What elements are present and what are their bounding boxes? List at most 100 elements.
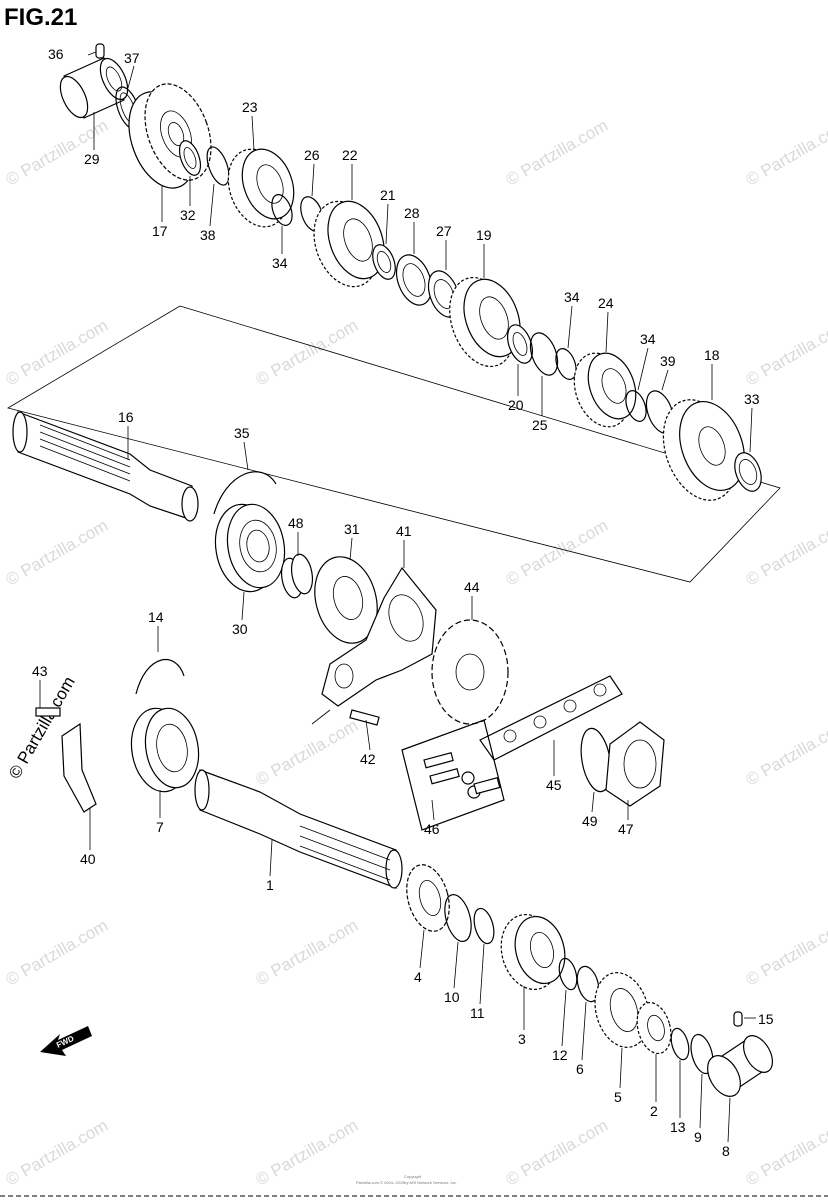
callout-27: 27 — [436, 223, 452, 239]
callout-labels: 36 37 29 17 32 38 23 34 26 22 21 28 27 1… — [32, 46, 774, 1159]
part-19-gear — [449, 276, 521, 368]
callout-19: 19 — [476, 227, 492, 243]
callout-44: 44 — [464, 579, 480, 595]
part-8-bushing — [707, 1035, 774, 1097]
part-43-bolt — [35, 707, 61, 717]
callout-16: 16 — [118, 409, 134, 425]
watermark: © Partzilla.com — [743, 1116, 828, 1190]
callout-9: 9 — [694, 1129, 702, 1145]
part-29-bushing — [59, 57, 129, 119]
part-42-bolt — [349, 709, 380, 726]
part-21-bushing — [372, 244, 396, 280]
callout-6: 6 — [576, 1061, 584, 1077]
part-4-gear — [406, 864, 450, 932]
part-13-circlip — [670, 1027, 690, 1061]
callout-40: 40 — [80, 851, 96, 867]
part-12-washer — [558, 957, 578, 991]
part-32-washer — [178, 140, 202, 176]
watermark: © Partzilla.com — [503, 516, 612, 590]
watermark: © Partzilla.com — [743, 116, 828, 190]
watermark: © Partzilla.com — [3, 316, 112, 390]
callout-31: 31 — [344, 521, 360, 537]
copyright-line-2: Partzilla.com © 2004- 2019by ARI Network… — [356, 1180, 457, 1185]
callout-21: 21 — [380, 187, 396, 203]
callout-10: 10 — [444, 989, 460, 1005]
callout-42: 42 — [360, 751, 376, 767]
part-24-gear — [573, 352, 637, 428]
watermark: © Partzilla.com — [503, 116, 612, 190]
callout-18: 18 — [704, 347, 720, 363]
part-31-oil-seal — [314, 556, 378, 644]
callout-38: 38 — [200, 227, 216, 243]
part-45-drive-chain — [479, 675, 623, 761]
callout-32: 32 — [180, 207, 196, 223]
part-20-bushing — [507, 324, 533, 364]
part-41-plate — [311, 566, 437, 725]
callout-15: 15 — [758, 1011, 774, 1027]
callout-41: 41 — [396, 523, 412, 539]
watermark: © Partzilla.com — [503, 1116, 612, 1190]
callout-17: 17 — [152, 223, 168, 239]
part-22-gear — [313, 200, 385, 288]
part-15-pin — [733, 1011, 743, 1027]
watermark: © Partzilla.com — [3, 1116, 112, 1190]
watermark: © Partzilla.com — [3, 916, 112, 990]
callout-29: 29 — [84, 151, 100, 167]
leader-lines — [39, 51, 756, 1143]
callout-3: 3 — [518, 1031, 526, 1047]
part-47-nut — [605, 721, 665, 807]
callout-25: 25 — [532, 417, 548, 433]
part-3-gear — [500, 913, 566, 991]
part-33-bushing — [734, 452, 762, 492]
part-1-drive-shaft — [194, 769, 403, 889]
callout-24: 24 — [598, 295, 614, 311]
part-48-bushing — [280, 553, 314, 599]
callout-26: 26 — [304, 147, 320, 163]
callout-46: 46 — [424, 821, 440, 837]
callout-34-b: 34 — [564, 289, 580, 305]
callout-45: 45 — [546, 777, 562, 793]
watermark: © Partzilla.com — [743, 716, 828, 790]
copyright-line-1: Copyright — [404, 1174, 422, 1179]
part-34-washer-b — [555, 348, 577, 380]
watermark: © Partzilla.com — [3, 516, 112, 590]
callout-34-c: 34 — [640, 331, 656, 347]
part-30-bearing — [214, 503, 286, 593]
callout-36: 36 — [48, 46, 64, 62]
part-25-washer — [529, 332, 559, 376]
callout-8: 8 — [722, 1143, 730, 1159]
part-46-chain-joint-kit — [401, 719, 505, 831]
countershaft-group-frame — [6, 305, 781, 583]
part-16-countershaft — [12, 411, 199, 522]
part-35-c-ring — [213, 471, 277, 515]
figure-title: FIG.21 — [4, 4, 78, 31]
callout-23: 23 — [242, 99, 258, 115]
callout-13: 13 — [670, 1119, 686, 1135]
watermark: © Partzilla.com — [253, 716, 362, 790]
part-40-bracket — [61, 722, 97, 813]
callout-48: 48 — [288, 515, 304, 531]
fwd-arrow: FWD — [40, 1026, 92, 1056]
part-7-bearing — [130, 707, 200, 793]
callout-2: 2 — [650, 1103, 658, 1119]
part-11-circlip — [473, 907, 495, 945]
part-23-gear — [227, 148, 295, 228]
callout-1: 1 — [266, 877, 274, 893]
callout-7: 7 — [156, 819, 164, 835]
callout-12: 12 — [552, 1047, 568, 1063]
callout-4: 4 — [414, 969, 422, 985]
part-38-circlip — [206, 146, 230, 186]
watermark: © Partzilla.com — [253, 916, 362, 990]
callout-33: 33 — [744, 391, 760, 407]
watermark: © Partzilla.com — [253, 1116, 362, 1190]
part-18-gear — [662, 399, 745, 501]
part-10-washer — [444, 894, 472, 942]
part-44-sprocket — [431, 619, 509, 725]
callout-47: 47 — [618, 821, 634, 837]
callout-37: 37 — [124, 50, 140, 66]
callout-22: 22 — [342, 147, 358, 163]
part-17-gear — [128, 83, 212, 189]
callout-35: 35 — [234, 425, 250, 441]
